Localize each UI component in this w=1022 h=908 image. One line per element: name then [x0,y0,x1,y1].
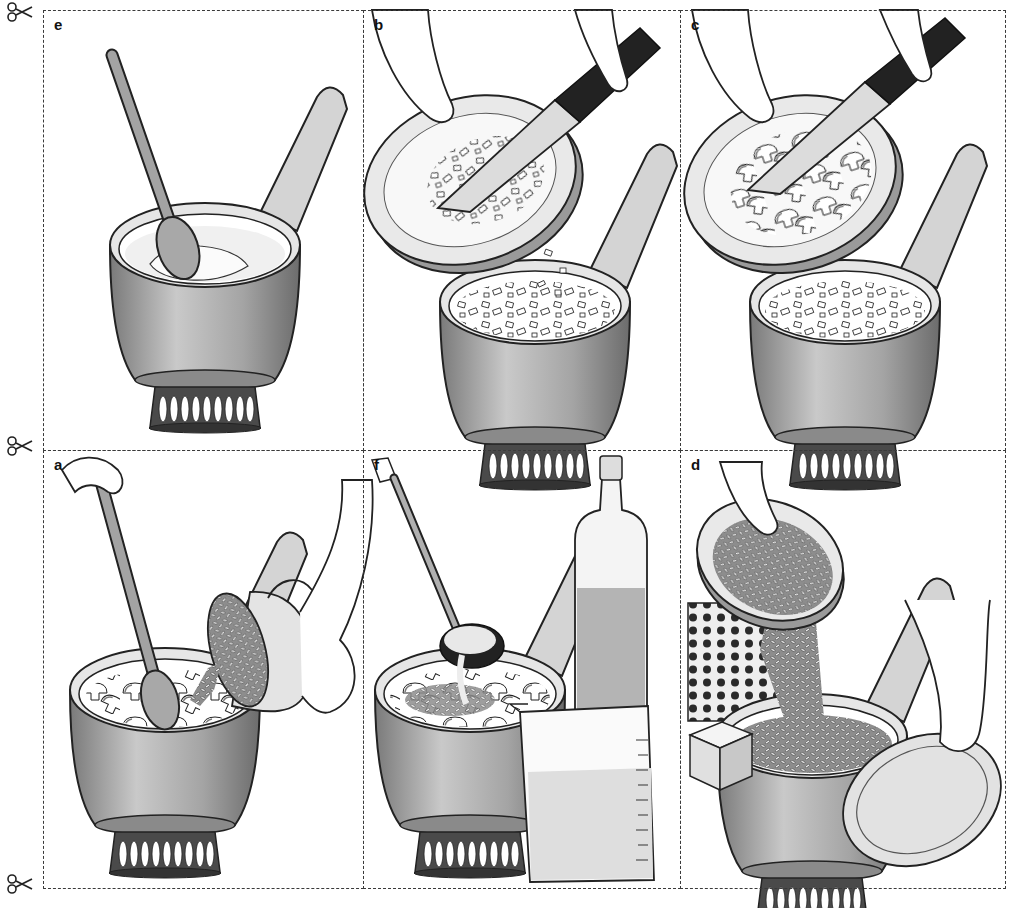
stock-step-art-part [394,478,458,632]
rice-step-art-part [100,478,155,680]
stock-step-art-part [405,684,495,716]
onion-step-art-part-part [555,290,561,295]
rice-step-art-part [268,580,312,598]
stock-step-art-part [510,704,528,712]
mushroom-step-art-part [880,10,931,81]
stock-step-art-part [636,740,648,860]
stock-step-art-part [520,706,654,882]
onion-step-art-part-part [537,280,545,287]
cheese-step-art-part [720,734,752,790]
scissors-mark [8,3,32,893]
step-letter: e [54,16,62,33]
cheese-step-art-part-part [679,478,862,642]
stock-step-art-part [444,626,496,654]
stock-step-art-part [460,655,466,704]
cheese-step-art-part [676,478,865,651]
onion-step-art-part [455,281,615,339]
mushroom-step-art-part-part [662,69,918,292]
step-panel: b [363,10,681,451]
rice-step-art-part [300,480,373,713]
stock-step-art-part [600,456,622,480]
cheese-step-art-part [905,600,990,751]
onion-step-art-part [537,249,566,295]
step-letter: b [374,16,383,33]
step-panel: c [680,10,1006,451]
rice-step-art-part [190,662,222,706]
step-panel: e [43,10,364,451]
stock-step-art-part [528,768,653,880]
rice-step-art-part [135,666,185,733]
butter-step-art-part [125,226,285,282]
scissors-mark-part [8,437,32,455]
rice-step-art-part [100,478,155,680]
onion-step-art-part [372,10,453,122]
onion-step-art-part-part [544,249,552,256]
step-letter: c [691,16,699,33]
onion-step-art [342,10,677,490]
butter-step-art [110,55,347,433]
mushroom-step-art [662,10,987,490]
mushroom-step-art-part [662,67,925,300]
cheese-step-art-part [690,735,720,790]
rice-step-art [62,458,373,878]
scissors-mark-part [8,3,32,21]
onion-step-art-part-part [560,268,566,273]
step-letter: f [374,456,379,473]
onion-step-art-part [438,100,580,212]
step-letter: a [54,456,62,473]
rice-step-art-part [62,458,123,494]
stock-step-art-part [440,624,504,668]
mushroom-step-art-part-part [717,110,886,253]
cheese-step-art-part [821,709,1022,891]
scissors-mark-part [8,875,32,893]
step-letter: d [691,456,700,473]
butter-step-art-part [149,211,207,284]
mushroom-step-art-part [765,281,925,339]
step-panel: a [43,450,364,889]
cheese-step-art-part [720,462,777,535]
onion-step-art-part [575,10,627,91]
cheese-step-art-part [839,726,1005,874]
step-panel: d [680,450,1006,889]
step-panel: f [363,450,681,889]
butter-step-art-part [112,55,172,228]
stock-step-art-part [394,478,458,632]
stock-step-art [372,456,654,882]
mushroom-step-art-part [692,10,773,122]
butter-step-art-part [112,55,172,228]
cheese-step-art [676,462,1022,908]
